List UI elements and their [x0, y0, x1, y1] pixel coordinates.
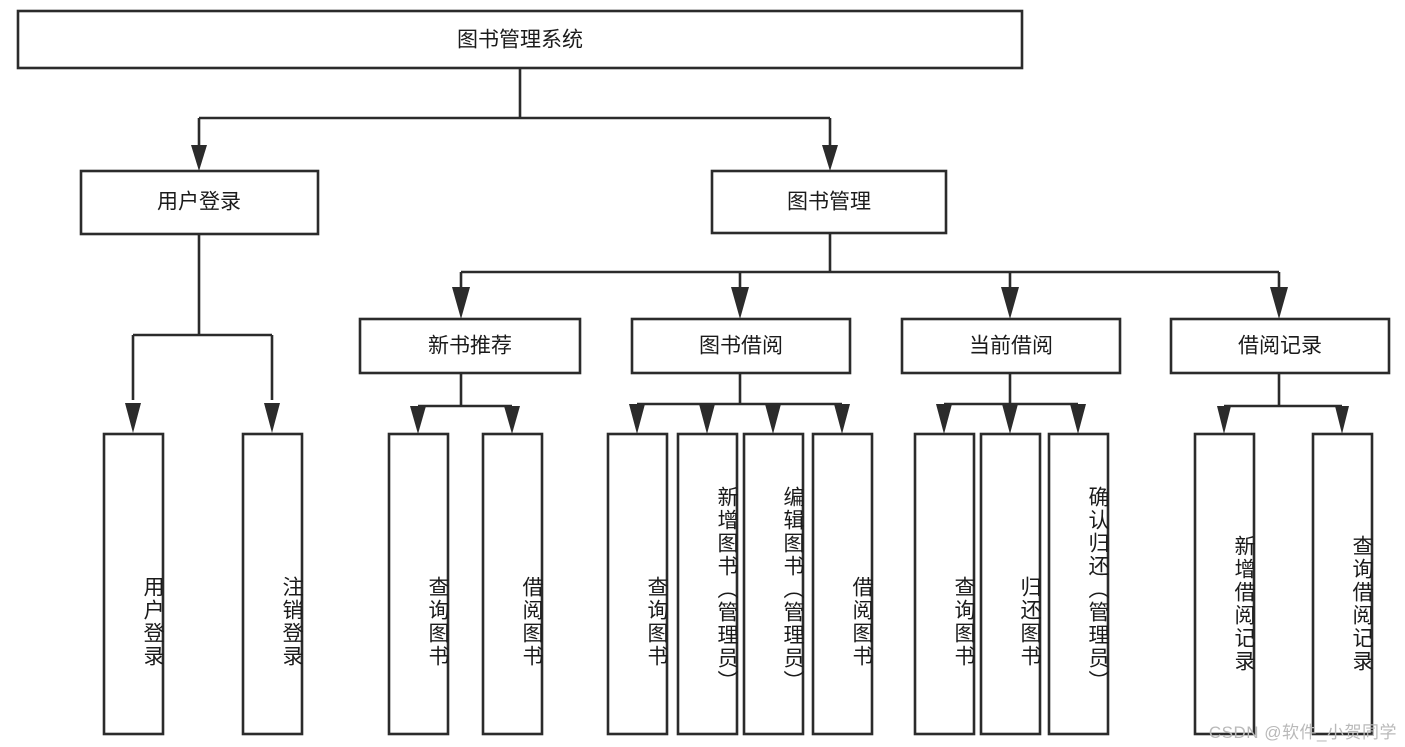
- node-book-manage-box[interactable]: [710, 169, 948, 235]
- node-book-manage[interactable]: 图书管理: [710, 169, 948, 235]
- leaf-query-book-3-box[interactable]: [913, 432, 976, 736]
- arrow-head-leaf-return-book: [1002, 404, 1018, 434]
- node-borrow-record-label: 借阅记录: [1238, 335, 1322, 358]
- arrow-head-leaf-query-book-3: [936, 404, 952, 434]
- arrow-head-leaf-borrow-book-2: [834, 404, 850, 434]
- connectors-group: [125, 68, 1349, 434]
- node-current-borrow-label: 当前借阅: [969, 335, 1053, 358]
- arrow-head-leaf-query-book-1: [410, 406, 426, 434]
- arrow-head-book-manage: [822, 145, 838, 171]
- arrow-head-leaf-add-record: [1217, 406, 1231, 434]
- node-root-label: 图书管理系统: [457, 29, 583, 52]
- csdn-watermark: CSDN @软件_小贺同学: [1208, 723, 1397, 742]
- node-book-borrow-box[interactable]: [630, 317, 852, 375]
- leaf-add-book-box[interactable]: [676, 432, 739, 736]
- arrow-head-leaf-add-book: [699, 404, 715, 434]
- leaf-confirm-return-box[interactable]: [1047, 432, 1110, 736]
- arrow-head-user-login: [191, 145, 207, 171]
- arrow-head-leaf-query-book-2: [629, 404, 645, 434]
- arrow-head-leaf-user-login: [125, 403, 141, 433]
- leaf-query-record-box[interactable]: [1311, 432, 1374, 736]
- arrow-head-current-borrow: [1001, 287, 1019, 319]
- leaf-borrow-book-1-box[interactable]: [481, 432, 544, 736]
- node-user-login[interactable]: 用户登录: [79, 169, 320, 236]
- leaf-add-record-box[interactable]: [1193, 432, 1256, 736]
- arrow-head-borrow-record: [1270, 287, 1288, 319]
- arrow-head-leaf-confirm-return: [1070, 404, 1086, 434]
- node-borrow-record[interactable]: 借阅记录: [1169, 317, 1391, 375]
- leaf-query-book-1-box[interactable]: [387, 432, 450, 736]
- node-current-borrow-box[interactable]: [900, 317, 1122, 375]
- node-new-book-recommend-box[interactable]: [358, 317, 582, 375]
- leaf-borrow-book-2-box[interactable]: [811, 432, 874, 736]
- node-book-manage-label: 图书管理: [787, 191, 871, 214]
- node-user-login-label: 用户登录: [157, 191, 241, 214]
- node-new-book-recommend-label: 新书推荐: [428, 335, 512, 358]
- arrow-head-new-book-recommend: [452, 287, 470, 319]
- node-new-book-recommend[interactable]: 新书推荐: [358, 317, 582, 375]
- leaf-query-book-2-box[interactable]: [606, 432, 669, 736]
- node-borrow-record-box[interactable]: [1169, 317, 1391, 375]
- leaf-user-login-box[interactable]: [102, 432, 165, 736]
- leaf-boxes-group: [102, 432, 1374, 736]
- arrow-head-leaf-query-record: [1335, 406, 1349, 434]
- leaf-return-book-box[interactable]: [979, 432, 1042, 736]
- node-root[interactable]: 图书管理系统: [16, 9, 1024, 70]
- arrow-head-book-borrow: [731, 287, 749, 319]
- node-book-borrow-label: 图书借阅: [699, 335, 783, 358]
- arrow-head-leaf-edit-book: [765, 404, 781, 434]
- node-book-borrow[interactable]: 图书借阅: [630, 317, 852, 375]
- node-root-box[interactable]: [16, 9, 1024, 70]
- node-user-login-box[interactable]: [79, 169, 320, 236]
- arrow-head-leaf-borrow-book-1: [504, 406, 520, 434]
- node-current-borrow[interactable]: 当前借阅: [900, 317, 1122, 375]
- leaf-user-logout-box[interactable]: [241, 432, 304, 736]
- leaf-edit-book-box[interactable]: [742, 432, 805, 736]
- arrow-head-leaf-user-logout: [264, 403, 280, 433]
